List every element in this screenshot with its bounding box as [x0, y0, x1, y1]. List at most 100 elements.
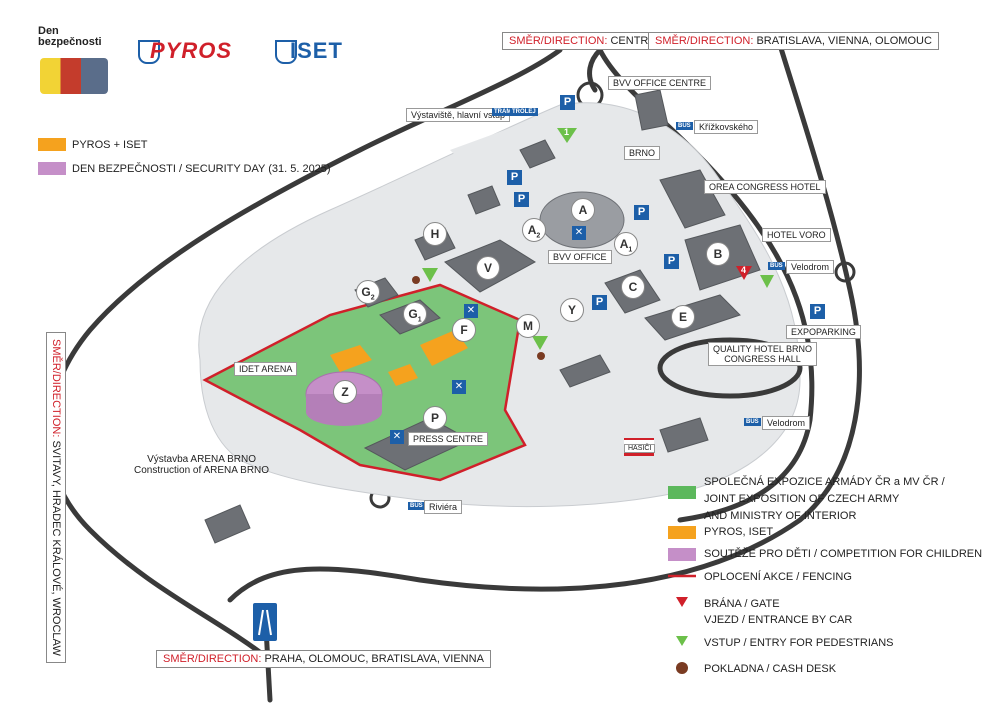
- label-bvv-office-centre: BVV OFFICE CENTRE: [608, 76, 712, 90]
- legend-entry-symbol: [676, 636, 688, 646]
- label-brno: BRNO: [624, 146, 661, 160]
- emergency-vehicles-image: [40, 58, 108, 94]
- direction-svitavy: SMĚR/DIRECTION: SVITAVY, HRADEC KRÁLOVÉ,…: [46, 332, 66, 663]
- label-hotel-voro: HOTEL VORO: [762, 228, 831, 242]
- top-legend-pyros-label: PYROS + ISET: [72, 139, 148, 151]
- direction-praha: SMĚR/DIRECTION: PRAHA, OLOMOUC, BRATISLA…: [156, 650, 491, 668]
- legend-fence-label: OPLOCENÍ AKCE / FENCING: [704, 571, 852, 583]
- velodrom-track: [657, 337, 803, 399]
- gate-4-number: 4: [741, 265, 747, 275]
- restaurant-icon: ✕: [572, 226, 586, 240]
- pavilion-a2-sub: 2: [536, 232, 541, 240]
- label-quality-hotel: QUALITY HOTEL BRNO CONGRESS HALL: [708, 342, 818, 366]
- label-riviera: Riviéra: [424, 500, 463, 514]
- building-y: [559, 354, 611, 388]
- pavilion-z-label: Z: [333, 380, 357, 404]
- label-idet-arena: IDET ARENA: [234, 362, 298, 376]
- pavilion-y-label: Y: [560, 298, 584, 322]
- bus-icon-krizkovskeho: BUS: [676, 122, 693, 130]
- legend-orange-swatch: [668, 526, 696, 539]
- trolleybus-icon: TROLEJ: [510, 108, 538, 116]
- legend-purple-label: SOUTĚŽE PRO DĚTI / COMPETITION FOR CHILD…: [704, 548, 983, 560]
- bus-icon-velodrom-south: BUS: [744, 418, 761, 426]
- entry-e-marker: [760, 275, 774, 288]
- parking-icon: P: [664, 254, 679, 269]
- building-hasici: [659, 417, 709, 453]
- top-legend-pyros-swatch: [38, 138, 66, 151]
- parking-icon: P: [514, 192, 529, 207]
- pavilion-b-label: B: [706, 242, 730, 266]
- cash-desk-m: [537, 352, 545, 360]
- tram-icon: TRAM: [492, 108, 514, 116]
- highway-sign: [253, 603, 277, 641]
- building-ne1: [519, 139, 556, 169]
- pavilion-g1-sub: 1: [417, 316, 422, 324]
- cash-desk-west: [412, 276, 420, 284]
- label-bvv-office: BVV OFFICE: [548, 250, 612, 264]
- pavilion-orea: [659, 169, 726, 229]
- label-press-centre: PRESS CENTRE: [408, 432, 489, 446]
- direction-praha-text: PRAHA, OLOMOUC, BRATISLAVA, VIENNA: [264, 653, 484, 665]
- den-bezpecnosti-logo: Den bezpečnosti: [38, 25, 102, 48]
- pavilion-a2-label: A2: [522, 218, 546, 242]
- ring-road-east: [227, 42, 862, 603]
- direction-prefix: SMĚR/DIRECTION:: [509, 35, 608, 47]
- pavilion-c-label: C: [621, 275, 645, 299]
- pavilion-e-label: E: [671, 305, 695, 329]
- direction-svitavy-text: SVITAVY, HRADEC KRÁLOVÉ, WROCLAW: [50, 440, 62, 656]
- gate-4-marker: [736, 266, 752, 280]
- pavilion-f-label: F: [452, 318, 476, 342]
- label-orea: OREA CONGRESS HOTEL: [704, 180, 826, 194]
- legend-entry-label: VSTUP / ENTRY FOR PEDESTRIANS: [704, 637, 894, 649]
- direction-prefix: SMĚR/DIRECTION:: [163, 653, 262, 665]
- legend-orange-label: PYROS, ISET: [704, 526, 774, 538]
- pavilion-g1-label: G1: [403, 302, 427, 326]
- pavilion-g1-letter: G: [408, 307, 418, 321]
- iset-shield-icon: [275, 40, 297, 64]
- pyros-logo: PYROS: [150, 38, 233, 63]
- entry-m-marker: [532, 336, 548, 350]
- pavilion-g2-letter: G: [361, 285, 371, 299]
- restaurant-icon: ✕: [464, 304, 478, 318]
- pavilion-a2-letter: A: [527, 223, 537, 237]
- pavilion-g2-sub: 2: [370, 294, 375, 302]
- pyros-area-west: [330, 345, 372, 372]
- direction-bratislava: SMĚR/DIRECTION: BRATISLAVA, VIENNA, OLOM…: [648, 32, 939, 50]
- parking-icon: P: [634, 205, 649, 220]
- building-arena-construction: [204, 504, 251, 544]
- legend-purple-swatch: [668, 548, 696, 561]
- ring-road: [46, 47, 563, 663]
- label-krizkovskeho: Křížkovského: [694, 120, 759, 134]
- building-ne2: [467, 185, 501, 215]
- pavilion-a-label: A: [571, 198, 595, 222]
- direction-bratislava-text: BRATISLAVA, VIENNA, OLOMOUC: [756, 35, 932, 47]
- parking-icon: P: [810, 304, 825, 319]
- top-legend-security-label: DEN BEZPEČNOSTI / SECURITY DAY (31. 5. 2…: [72, 163, 331, 175]
- iset-logo: ISET: [290, 38, 343, 63]
- road-north: [587, 47, 603, 93]
- direction-prefix: SMĚR/DIRECTION:: [50, 339, 62, 438]
- pavilion-p-label: P: [423, 406, 447, 430]
- entry-1-number: 1: [564, 127, 570, 137]
- label-hasici: HASIČI: [624, 444, 656, 453]
- label-velodrom: Velodrom: [786, 260, 835, 274]
- bus-icon-velodrom: BUS: [768, 262, 785, 270]
- entry-1-marker: [557, 128, 577, 143]
- restaurant-icon: ✕: [452, 380, 466, 394]
- pavilion-a1-sub: 1: [628, 246, 633, 254]
- pavilion-h-label: H: [423, 222, 447, 246]
- pyros-area-south: [388, 364, 418, 386]
- parking-icon: P: [592, 295, 607, 310]
- legend-cash-symbol: [676, 662, 688, 674]
- bus-icon-riviera: BUS: [408, 502, 425, 510]
- parking-icon: P: [507, 170, 522, 185]
- label-arena-brno: Výstavba ARENA BRNO Construction of AREN…: [134, 454, 270, 476]
- pavilion-v-label: V: [476, 256, 500, 280]
- pyros-shield-icon: [138, 40, 160, 64]
- pavilion-a1-label: A1: [614, 232, 638, 256]
- pavilion-m-label: M: [516, 314, 540, 338]
- legend-gate-label: BRÁNA / GATE VJEZD / ENTRANCE BY CAR: [704, 598, 853, 626]
- parking-icon: P: [560, 95, 575, 110]
- legend-cash-label: POKLADNA / CASH DESK: [704, 663, 837, 675]
